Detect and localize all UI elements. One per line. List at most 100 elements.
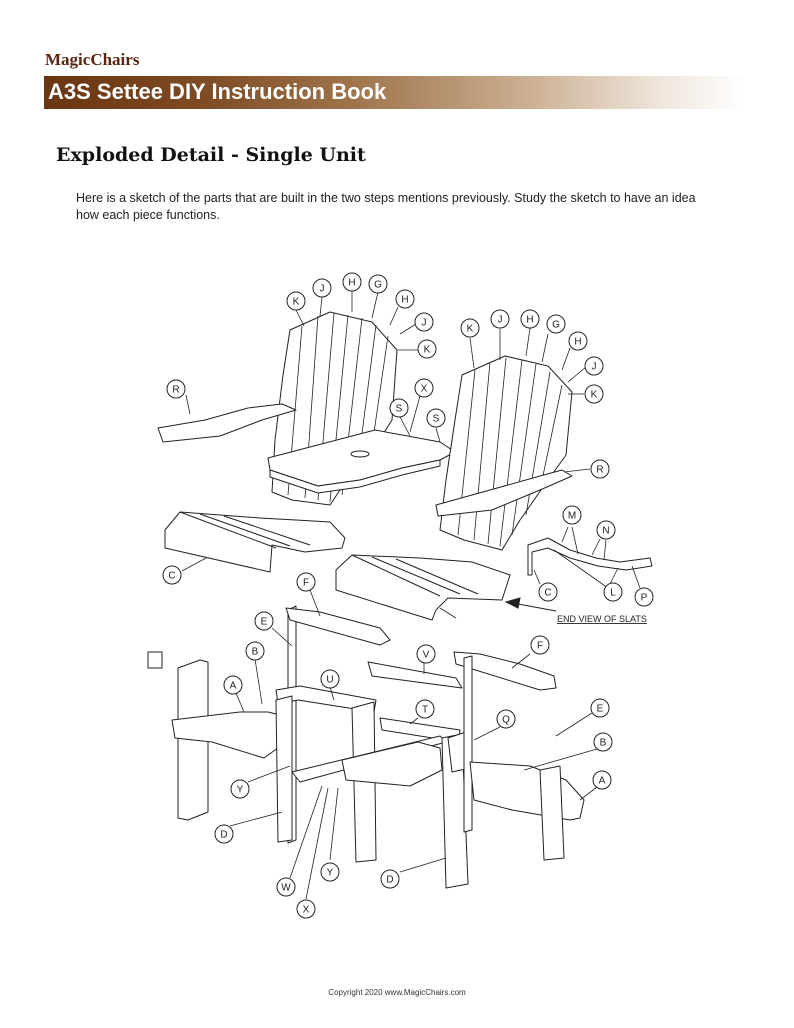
part-label-c: C [168,571,175,582]
callout-circle [296,899,316,919]
center-post-left [275,695,293,843]
right-front-leg [539,765,565,861]
stretcher-v [367,661,463,689]
part-label-h: H [348,278,355,289]
umbrella-hole [350,450,370,458]
part-label-f: F [537,641,543,652]
callout-circle [530,635,550,655]
callout-circle [593,732,613,752]
right-arm-a [469,761,585,821]
part-label-b: B [252,647,259,658]
part-label-e: E [261,617,268,628]
callout-circle [562,505,582,525]
callout-circle [634,587,654,607]
intro-paragraph: Here is a sketch of the parts that are b… [76,191,696,222]
callout-circle [416,644,436,664]
callout-circle [395,289,415,309]
callout-circle [368,274,388,294]
callout-circle [389,398,409,418]
callout-circle [592,770,612,790]
document-title: A3S Settee DIY Instruction Book [48,79,387,104]
part-label-j: J [422,318,427,329]
part-label-x: X [421,384,428,395]
callout-circle [546,314,566,334]
callout-circle [223,675,243,695]
part-label-b: B [600,738,607,749]
part-label-k: K [467,324,474,335]
part-label-v: V [423,650,430,661]
callout-circle [520,309,540,329]
part-label-h: H [526,315,533,326]
part-label-c: C [544,588,551,599]
part-label-n: N [602,526,609,537]
right-back-leg-e [463,655,473,833]
callout-circle [426,408,446,428]
part-label-d: D [386,875,393,886]
right-arm-r [435,469,573,517]
part-label-e: E [597,704,604,715]
part-label-r: R [596,465,603,476]
bracket-piece [147,651,163,669]
callout-circle [414,312,434,332]
part-label-k: K [293,297,300,308]
part-label-p: P [641,593,648,604]
brand-logo: MagicChairs [45,50,140,69]
center-table-front [269,459,441,494]
callout-circle [584,384,604,404]
callout-circle [380,869,400,889]
callout-circle [496,709,516,729]
part-label-a: A [230,681,237,692]
callout-circle [320,669,340,689]
title-banner: A3S Settee DIY Instruction Book [44,76,746,109]
part-label-h: H [401,295,408,306]
left-arm-r [157,403,297,443]
part-label-r: R [172,385,179,396]
end-view-slats [527,537,653,576]
part-label-s: S [433,414,440,425]
part-label-x: X [303,905,310,916]
callout-circle [568,331,588,351]
part-label-k: K [424,345,431,356]
callout-circle [538,582,558,602]
callout-circle [166,379,186,399]
section-heading: Exploded Detail - Single Unit [56,144,366,166]
part-label-l: L [610,588,616,599]
part-label-t: T [422,705,428,716]
part-label-u: U [326,675,333,686]
callout-circle [312,278,332,298]
left-seat-slats [164,511,346,573]
part-label-f: F [303,578,309,589]
part-label-q: Q [502,715,510,726]
part-label-a: A [599,776,606,787]
callout-circle [230,779,250,799]
callout-circle [254,611,274,631]
callout-circle [417,339,437,359]
part-label-k: K [591,390,598,401]
callout-circle [245,641,265,661]
callout-circle [414,378,434,398]
callout-circle [162,565,182,585]
callout-circle [320,862,340,882]
part-label-j: J [592,362,597,373]
part-label-m: M [568,511,576,522]
callout-circle [415,699,435,719]
callout-circle [590,698,610,718]
callout-circle [296,572,316,592]
callout-circle [286,291,306,311]
part-label-j: J [320,284,325,295]
callout-circle [490,309,510,329]
callout-circle [590,459,610,479]
part-label-y: Y [327,868,334,879]
copyright-footer: Copyright 2020 www.MagicChairs.com [328,988,466,997]
callout-circle [603,582,623,602]
callout-circle [460,318,480,338]
part-label-w: W [281,883,291,894]
callout-circle [584,356,604,376]
part-label-g: G [552,320,560,331]
left-back-f [285,607,391,646]
end-view-caption: END VIEW OF SLATS [557,614,647,624]
part-label-d: D [220,830,227,841]
callout-circle [276,877,296,897]
part-label-y: Y [237,785,244,796]
